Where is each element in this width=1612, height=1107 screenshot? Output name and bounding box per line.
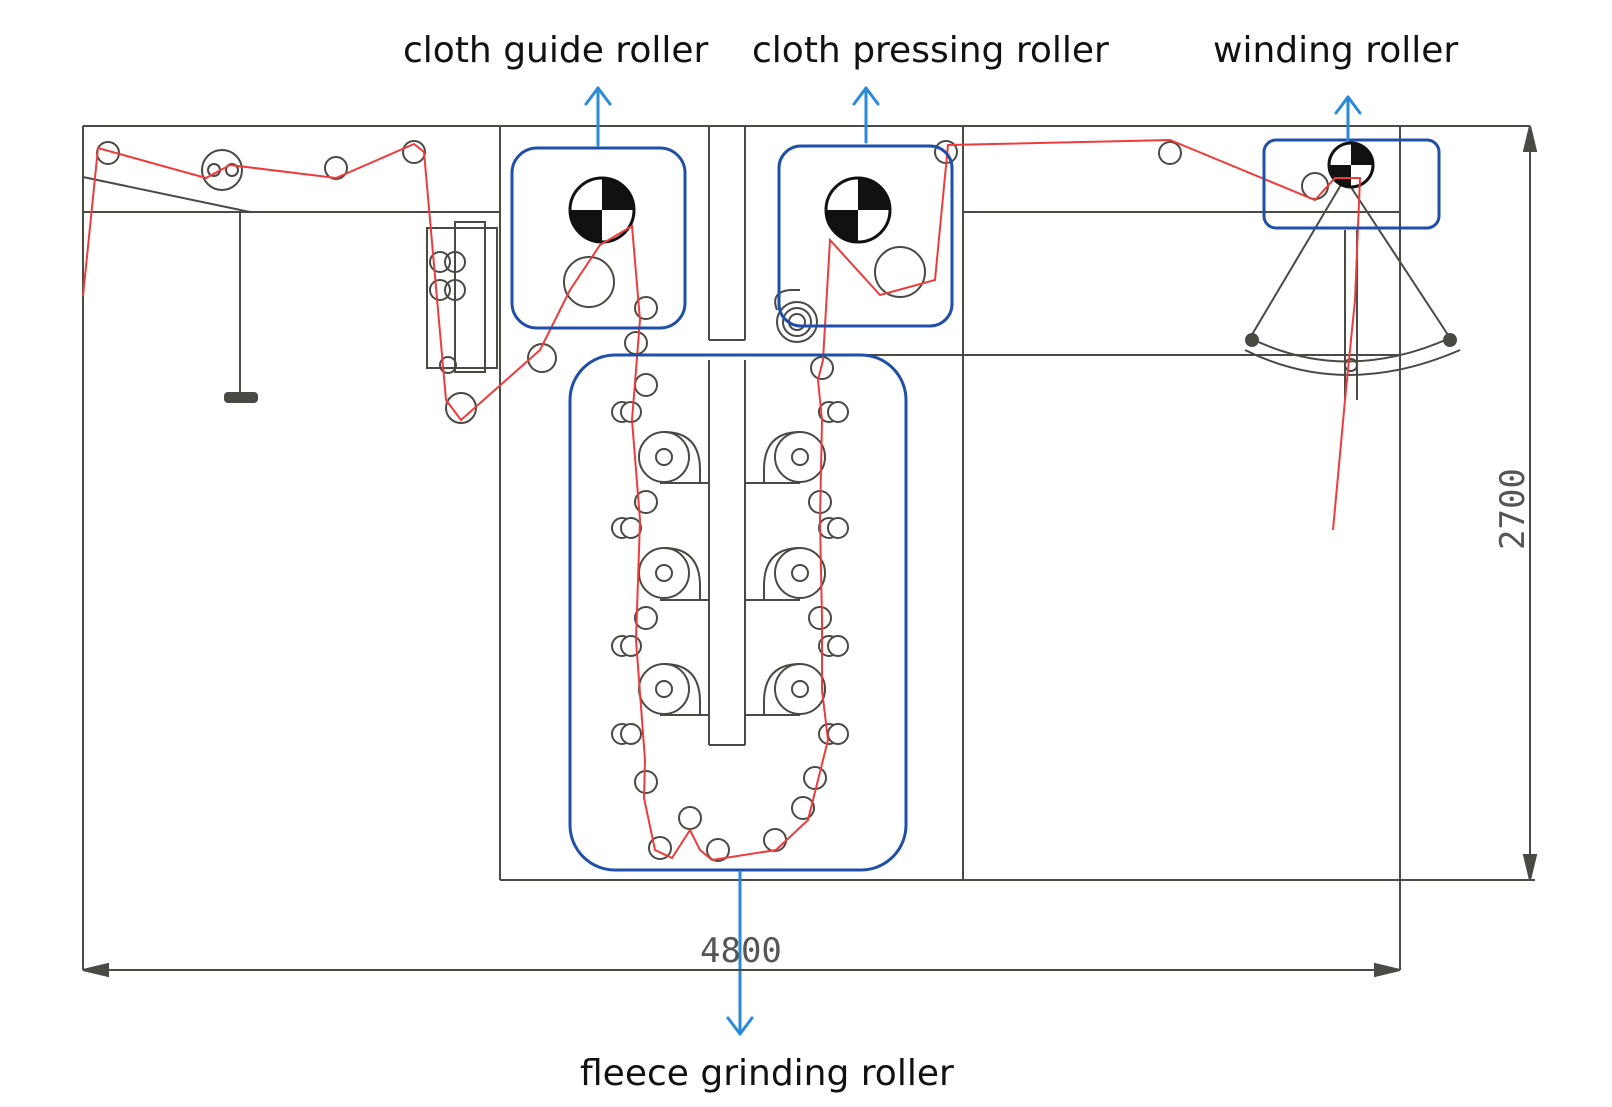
fabric-path: [82, 138, 1362, 862]
grinding-roller-hoods: [663, 431, 801, 715]
rollers: [96, 140, 1329, 862]
width-dimension-label: 4800: [700, 931, 782, 971]
dimension-lines: [82, 125, 1538, 978]
cloth-pressing-roller-label: cloth pressing roller: [752, 30, 1109, 71]
cloth-guide-drive-roller: [568, 176, 636, 244]
cloth-guide-roller-label: cloth guide roller: [403, 30, 708, 71]
label-arrows: [584, 86, 1362, 1036]
winding-roller-box: [1262, 138, 1441, 230]
winding-arrow: [1334, 95, 1362, 142]
cloth-guide-roller-box: [510, 146, 687, 330]
winding-roller-label: winding roller: [1213, 30, 1458, 71]
fleece-grinding-roller-label: fleece grinding roller: [580, 1053, 954, 1094]
fleece-grinding-arrow: [726, 870, 754, 1036]
height-dimension-label: 2700: [1493, 468, 1533, 550]
fleece-grinding-roller-box: [568, 353, 908, 872]
cloth-pressing-drive-roller: [824, 176, 892, 244]
winding-drive-roller: [1327, 141, 1375, 189]
highlight-boxes: [510, 138, 1441, 872]
cloth-guide-arrow: [584, 86, 612, 147]
cloth-pressing-arrow: [852, 86, 880, 144]
cloth-pressing-roller-box: [777, 144, 954, 328]
